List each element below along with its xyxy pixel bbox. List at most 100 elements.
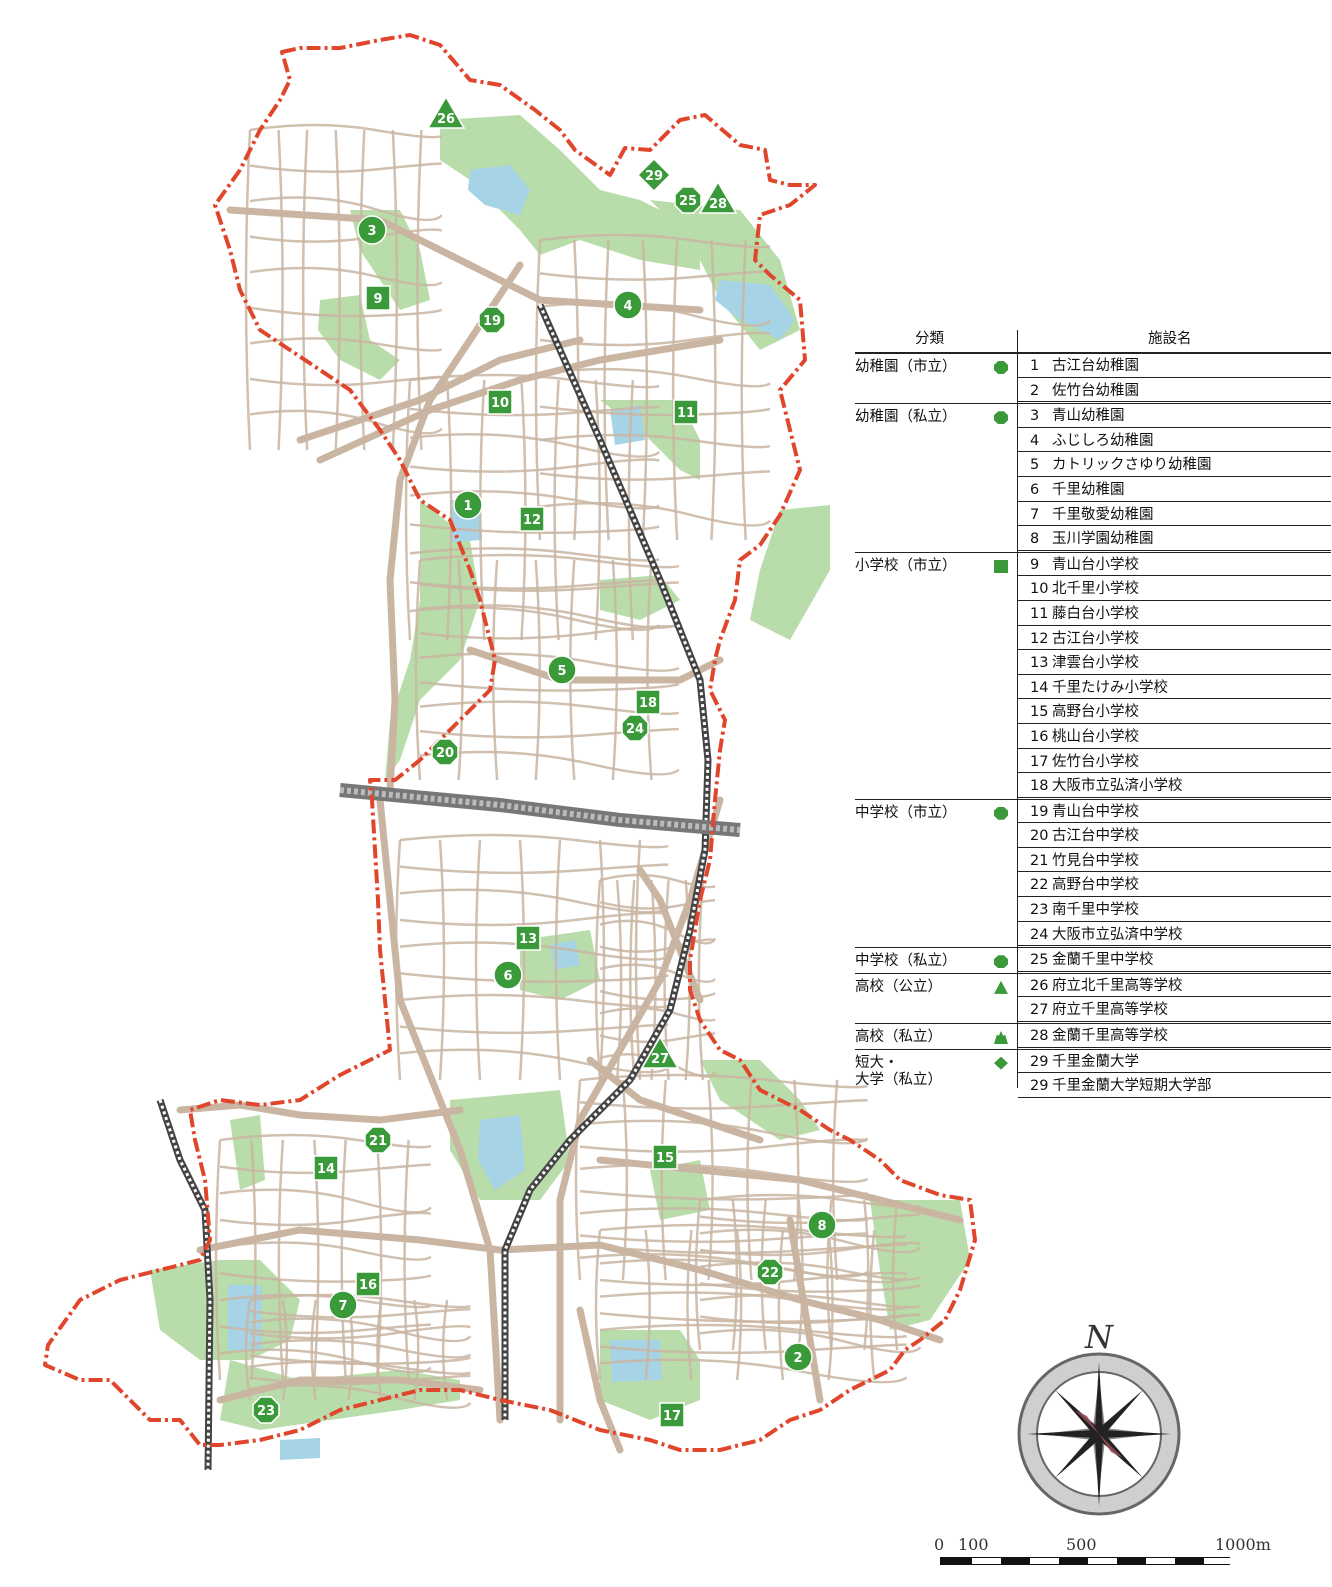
facility-marker-17[interactable]: 17	[659, 1402, 685, 1428]
facility-marker-shape	[252, 1396, 280, 1424]
scale-bar-line	[940, 1557, 1230, 1565]
street	[219, 1241, 432, 1261]
legend-facility-number: 29	[1030, 1053, 1049, 1070]
street	[249, 337, 443, 352]
street	[699, 1193, 921, 1209]
street	[409, 458, 660, 473]
street	[376, 1299, 383, 1401]
facility-marker-28[interactable]: 28	[698, 180, 738, 214]
facility-marker-22[interactable]: 22	[756, 1258, 784, 1286]
street	[249, 409, 443, 435]
facility-marker-2[interactable]: 2	[783, 1342, 813, 1372]
facility-marker-3[interactable]: 3	[357, 215, 387, 245]
facility-marker-label: 14	[317, 1162, 335, 1177]
facility-marker-9[interactable]: 9	[365, 285, 391, 311]
park-area	[230, 1115, 265, 1190]
street	[250, 1139, 257, 1381]
legend-category: 短大・ 大学（私立）	[855, 1054, 942, 1088]
facility-marker-24[interactable]: 24	[621, 714, 649, 742]
octagon-icon	[994, 955, 1008, 969]
water-body	[478, 1115, 525, 1190]
facility-marker-16[interactable]: 16	[355, 1271, 381, 1297]
street	[599, 873, 716, 889]
major-road	[176, 1101, 464, 1124]
facility-marker-shape	[547, 655, 577, 685]
street	[777, 1229, 785, 1381]
street	[249, 306, 443, 318]
railway-ties	[158, 1099, 212, 1471]
facility-marker-5[interactable]: 5	[547, 655, 577, 685]
facility-marker-25[interactable]: 25	[674, 186, 702, 214]
street	[249, 1339, 472, 1359]
major-road	[586, 1056, 764, 1144]
street	[310, 1299, 317, 1401]
street	[594, 1229, 602, 1381]
facility-marker-13[interactable]: 13	[515, 925, 541, 951]
facility-marker-1[interactable]: 1	[453, 490, 483, 520]
street	[686, 1229, 693, 1381]
facility-marker-shape	[519, 506, 545, 532]
facility-marker-11[interactable]: 11	[673, 399, 699, 425]
street	[594, 379, 601, 641]
street	[539, 233, 771, 249]
legend-facility-number: 11	[1030, 605, 1049, 622]
facility-marker-29[interactable]: 29	[636, 157, 672, 193]
triangle2-icon	[994, 1031, 1008, 1045]
street	[419, 680, 680, 692]
street	[735, 1229, 743, 1381]
facility-marker-label: 3	[367, 224, 376, 239]
facility-marker-18[interactable]: 18	[635, 689, 661, 715]
legend-facility-name: 青山台中学校	[1052, 803, 1139, 820]
street	[694, 1199, 702, 1351]
facility-marker-7[interactable]: 7	[328, 1290, 358, 1320]
water-body	[610, 405, 645, 445]
facility-marker-4[interactable]: 4	[613, 290, 643, 320]
facility-marker-19[interactable]: 19	[478, 306, 506, 334]
facility-marker-27[interactable]: 27	[640, 1035, 680, 1069]
street	[553, 379, 560, 641]
street	[827, 1229, 834, 1381]
street	[409, 547, 660, 562]
legend-facility-name: 古江台中学校	[1052, 828, 1139, 845]
facility-marker-label: 21	[369, 1134, 387, 1149]
facility-marker-8[interactable]: 8	[807, 1210, 837, 1240]
street	[599, 919, 717, 945]
octagon-icon	[994, 806, 1008, 820]
facility-marker-6[interactable]: 6	[493, 960, 523, 990]
facility-marker-label: 29	[645, 169, 663, 184]
legend-facility-number: 16	[1030, 728, 1049, 745]
scale-segment	[1088, 1557, 1117, 1565]
facility-marker-10[interactable]: 10	[487, 389, 513, 415]
legend-facility-name: 金蘭千里高等学校	[1052, 1028, 1168, 1045]
legend-facility-number: 21	[1030, 852, 1049, 869]
facility-marker-23[interactable]: 23	[252, 1396, 280, 1424]
legend-facility-number: 12	[1030, 630, 1049, 647]
triangle-icon	[994, 980, 1008, 994]
legend-facility-name: 北千里小学校	[1052, 581, 1139, 598]
facility-marker-label: 17	[663, 1409, 681, 1424]
facility-marker-15[interactable]: 15	[652, 1144, 678, 1170]
facility-marker-12[interactable]: 12	[519, 506, 545, 532]
street	[214, 1139, 222, 1381]
facility-marker-26[interactable]: 26	[426, 95, 466, 129]
legend-facility-name: 高野台中学校	[1052, 877, 1139, 894]
facility-marker-20[interactable]: 20	[431, 738, 459, 766]
legend-facility-name: 府立北千里高等学校	[1052, 977, 1183, 994]
facility-marker-21[interactable]: 21	[364, 1126, 392, 1154]
facility-marker-14[interactable]: 14	[313, 1155, 339, 1181]
legend-facility-number: 19	[1030, 803, 1049, 820]
major-road	[296, 336, 584, 444]
park-area	[650, 1160, 710, 1220]
